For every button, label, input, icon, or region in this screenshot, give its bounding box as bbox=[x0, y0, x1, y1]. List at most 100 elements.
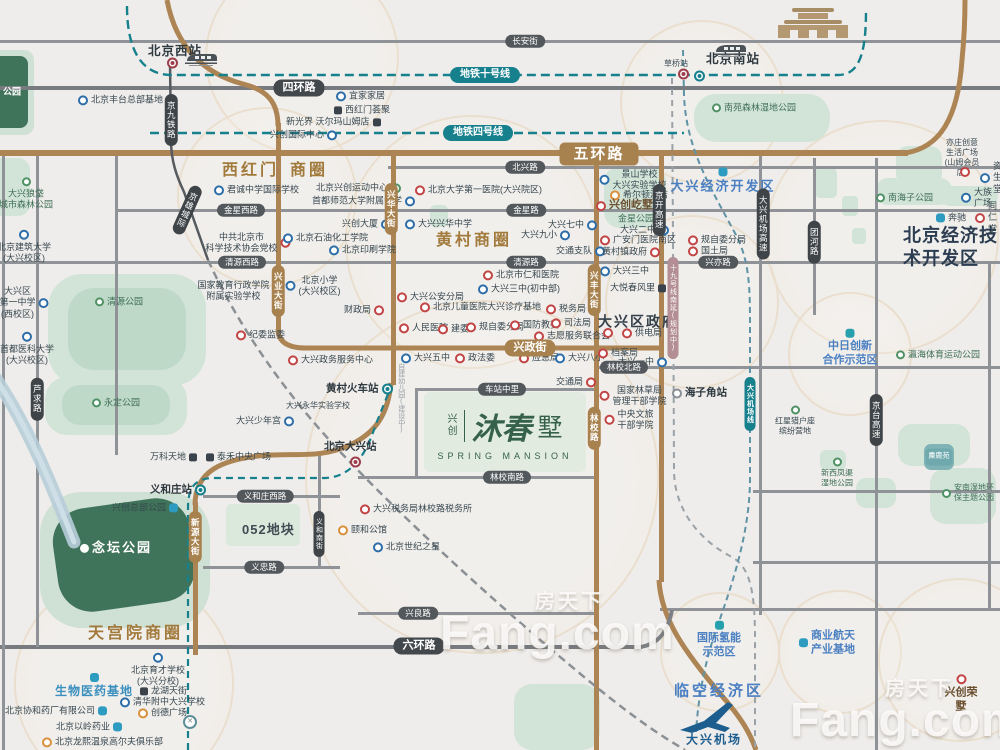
road-5th-ring bbox=[0, 150, 908, 156]
map-poi: 规自委分局 bbox=[688, 234, 746, 245]
map-poi bbox=[350, 456, 361, 468]
map-poi: 西红门 bbox=[222, 161, 279, 181]
map-poi-text: 首都医科大学 (大兴校区) bbox=[0, 343, 55, 365]
map-poi-text: 国家林草局 管理干部学院 bbox=[612, 384, 667, 406]
logo-divider bbox=[464, 409, 466, 442]
poi-icon bbox=[595, 246, 606, 256]
road-airport-expwy bbox=[759, 150, 762, 615]
poi-icon bbox=[334, 106, 342, 114]
map-poi-text: 税务局 bbox=[559, 303, 587, 314]
map-poi: 建委 bbox=[438, 323, 469, 334]
railway-station-icon bbox=[350, 456, 361, 468]
road-xingliang bbox=[358, 612, 598, 615]
logo-name-suffix: 墅 bbox=[537, 414, 563, 442]
road-xingfeng-linxiao bbox=[594, 153, 599, 750]
map-poi-text: 大悦春风里 bbox=[610, 282, 656, 293]
map-poi-text: 大族广场 bbox=[974, 186, 993, 208]
map-poi: 北京印刷学院 bbox=[329, 244, 396, 255]
poi-icon bbox=[466, 322, 476, 332]
poi-icon bbox=[405, 196, 416, 206]
map-poi-text: 新西凤渠 湿地公园 bbox=[821, 468, 853, 488]
map-poi: 大兴五中 bbox=[401, 352, 450, 363]
map-poi-text: 泰禾中央广场 bbox=[217, 451, 272, 462]
map-poi: 北京建筑大学 (大兴校区) bbox=[0, 229, 51, 265]
map-poi bbox=[960, 167, 970, 177]
poi-icon bbox=[961, 193, 971, 203]
poi-icon bbox=[603, 328, 613, 338]
park-area bbox=[0, 56, 28, 128]
map-poi: 兴创荣墅 bbox=[942, 674, 981, 714]
poi-icon bbox=[650, 247, 661, 257]
poi-icon bbox=[214, 185, 224, 195]
map-poi-text: 政法委 bbox=[468, 352, 496, 363]
park-area bbox=[0, 158, 30, 216]
poi-icon bbox=[600, 266, 610, 276]
map-poi-text: 北京石油化工学院 bbox=[296, 232, 369, 243]
map-poi: 万科天地 bbox=[150, 451, 198, 462]
map-poi-text: 大兴五中 bbox=[414, 352, 451, 363]
poi-icon bbox=[876, 193, 885, 203]
map-poi-text: 创德广场 bbox=[151, 707, 188, 718]
park-area bbox=[514, 684, 600, 750]
poi-icon bbox=[38, 298, 49, 308]
poi-icon bbox=[95, 297, 104, 307]
road-label: 兴良路 bbox=[398, 606, 438, 620]
poi-icon bbox=[373, 542, 383, 552]
poi-icon bbox=[236, 330, 246, 340]
road-label: 团河路 bbox=[807, 220, 821, 264]
road-label: 大兴机场线 bbox=[744, 377, 756, 431]
map-poi-text: 永定公园 bbox=[104, 397, 141, 408]
map-poi: 商圈 bbox=[290, 161, 328, 181]
poi-icon bbox=[420, 302, 430, 312]
map-poi: 北京丰台总部基地 bbox=[78, 94, 163, 105]
poi-icon bbox=[688, 235, 698, 245]
map-poi: 清源公园 bbox=[95, 296, 143, 307]
map-poi: 自建幼儿园(建设中) bbox=[396, 363, 405, 433]
map-poi-text: 奔驰 bbox=[948, 212, 967, 223]
map-poi: 宜家家居 bbox=[336, 90, 385, 101]
map-poi: 大兴八小 bbox=[555, 352, 604, 363]
metro-station-icon bbox=[381, 383, 393, 395]
poi-icon bbox=[672, 388, 682, 398]
map-poi: 公园 bbox=[3, 86, 21, 97]
road-label: 林校南路 bbox=[482, 470, 532, 484]
map-poi: 北京龙熙温泉高尔夫俱乐部 bbox=[42, 736, 163, 747]
metro-station-icon bbox=[694, 70, 705, 82]
map-poi: 大兴政务服务中心 bbox=[288, 354, 373, 365]
tiananmen-icon bbox=[778, 8, 848, 38]
road-label: 地铁四号线 bbox=[443, 125, 513, 141]
map-poi-text: 新光界 沃尔玛山姆店 bbox=[286, 116, 370, 127]
map-poi-text: 国家教育行政学院 附属实验学校 bbox=[197, 279, 270, 301]
map-poi-text: 大兴三中(初中部) bbox=[491, 283, 560, 294]
railway-station-icon bbox=[678, 68, 689, 80]
poi-icon bbox=[657, 357, 668, 367]
map-poi-text: 供电局 bbox=[635, 327, 663, 338]
map-poi: 司法局 bbox=[551, 317, 591, 328]
map-poi-text: 大兴二中 bbox=[620, 224, 657, 235]
map-poi: 纪委监委 bbox=[236, 329, 285, 340]
map-poi: 中日创新 合作示范区 bbox=[823, 328, 878, 368]
road-linxiao-north bbox=[594, 366, 1000, 369]
map-poi: 大兴少年宫 bbox=[236, 415, 295, 426]
map-poi-text: 念坛公园 bbox=[92, 539, 153, 555]
poi-icon bbox=[372, 118, 381, 126]
map-poi-text: 兴创屹墅 bbox=[609, 199, 653, 212]
poi-icon bbox=[604, 415, 615, 425]
logo-brand: 兴 创 bbox=[447, 414, 458, 438]
map-poi-text: 北京丰台总部基地 bbox=[91, 94, 164, 105]
map-poi: 052地块 bbox=[242, 522, 295, 538]
map-poi-text: 兴创总部公园 bbox=[112, 502, 167, 513]
road-label: 兴政街 bbox=[504, 339, 556, 357]
map-poi: 大兴税务局林校路税务所 bbox=[360, 503, 472, 514]
poi-icon bbox=[790, 405, 800, 415]
map-poi-text: 国际氢能 示范区 bbox=[697, 631, 741, 658]
map-poi-text: 首都师范大学附属中学 bbox=[312, 195, 403, 206]
poi-icon bbox=[285, 281, 296, 291]
project-logo-spring-mansion: 兴 创 沐春 墅 SPRING MANSION bbox=[424, 392, 586, 472]
metro-station-icon bbox=[195, 484, 206, 496]
highlight-circle bbox=[878, 578, 1000, 742]
map-poi: ✕ bbox=[183, 715, 197, 729]
map-poi-text: 规自委分局 bbox=[701, 234, 747, 245]
park-area bbox=[852, 228, 866, 244]
